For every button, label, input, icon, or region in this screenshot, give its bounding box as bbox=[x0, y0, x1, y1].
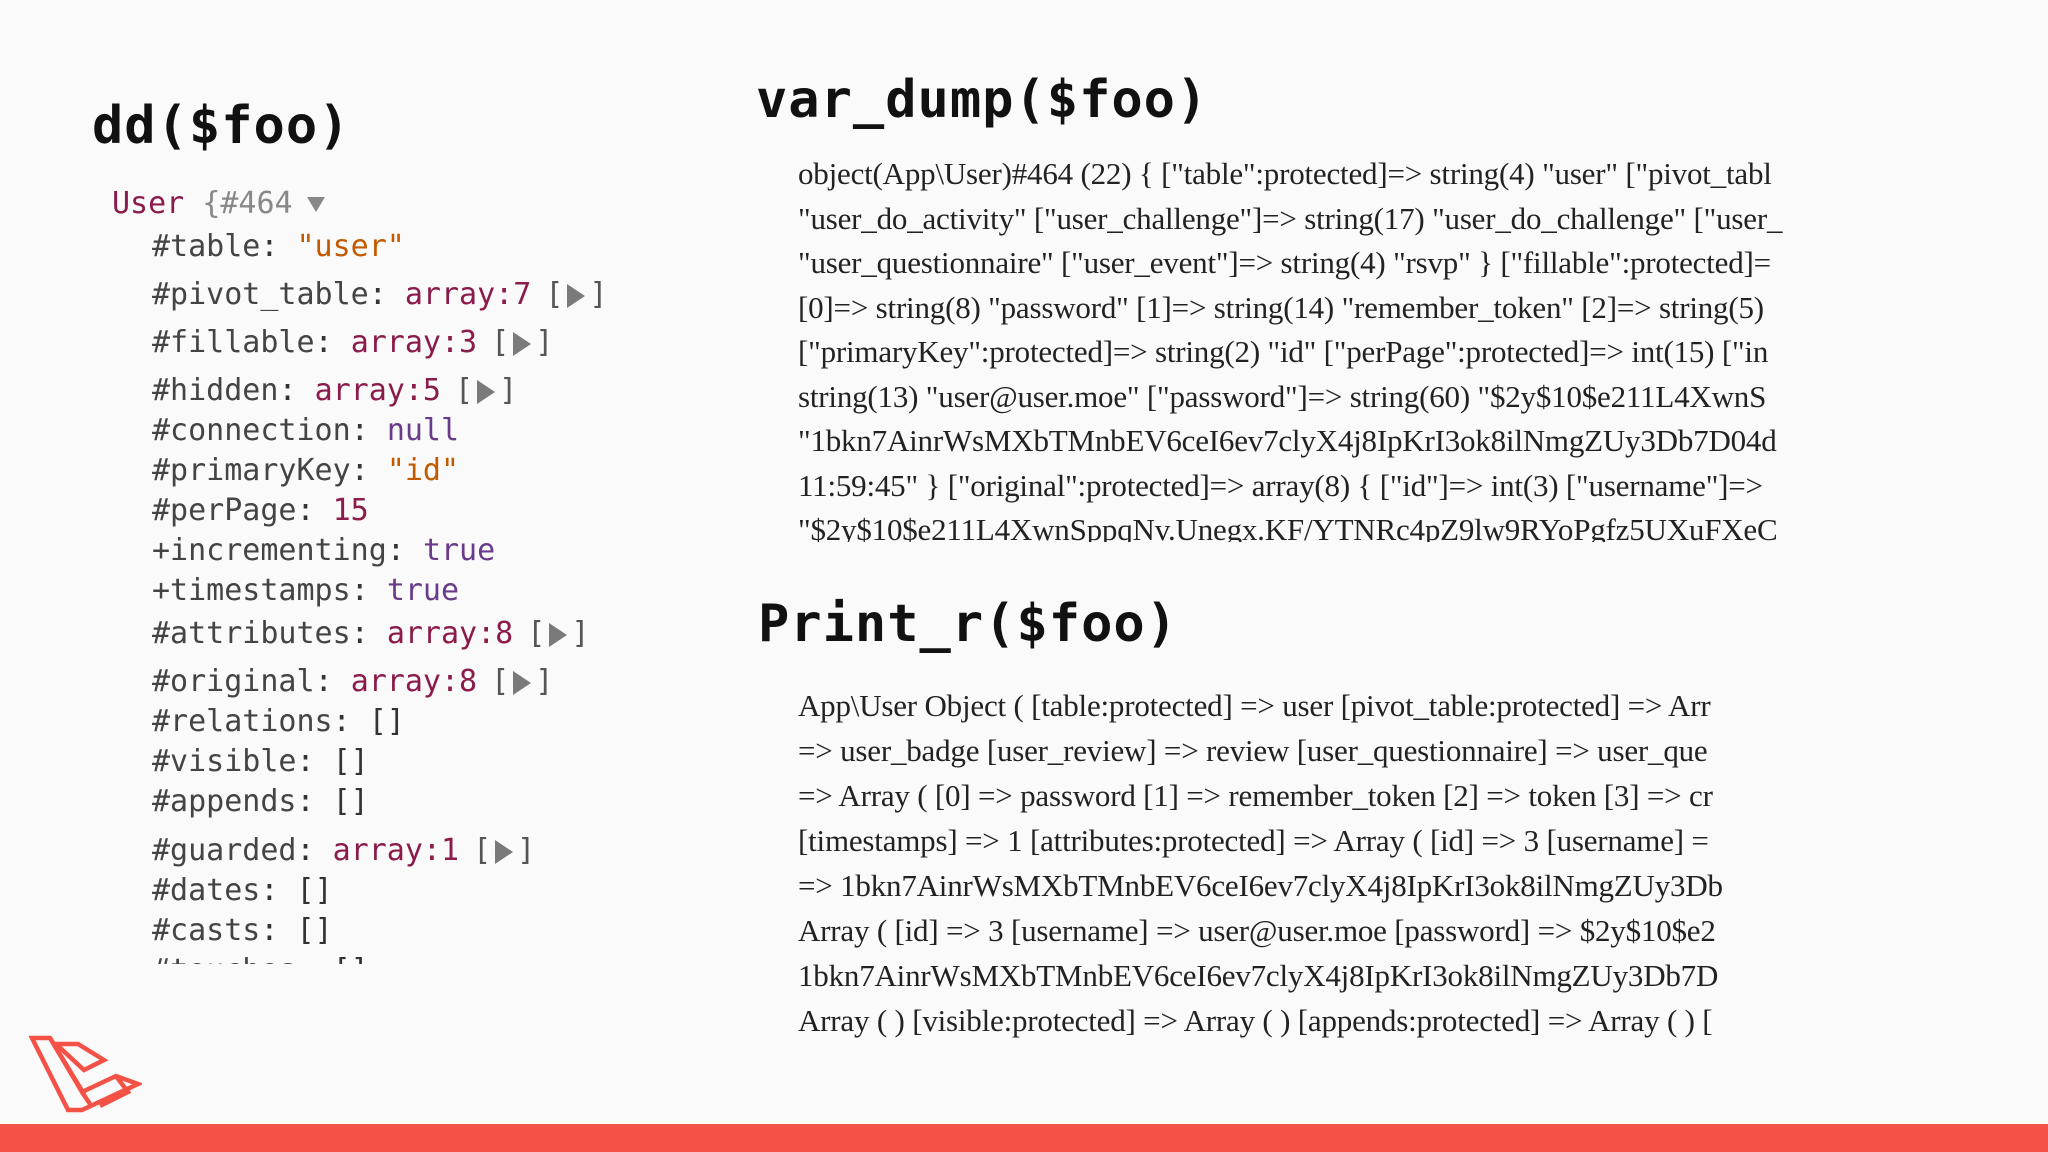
dd-property-value: array:5 bbox=[314, 373, 441, 408]
triangle-right-icon[interactable] bbox=[513, 331, 532, 356]
var-dump-line: 11:59:45" } ["original":protected]=> arr… bbox=[798, 467, 1763, 503]
dd-property-row: +incrementing: true bbox=[152, 533, 496, 568]
expand-toggle[interactable]: [] bbox=[491, 664, 554, 699]
dd-property-row: #primaryKey: "id" bbox=[152, 453, 460, 488]
triangle-right-icon[interactable] bbox=[495, 839, 514, 864]
dd-property-value: array:7 bbox=[404, 277, 532, 312]
dd-property-key: #hidden bbox=[152, 373, 279, 408]
print-r-line: 1bkn7AinrWsMXbTMnbEV6ceI6ev7clyX4j8IpKrI… bbox=[798, 958, 1719, 993]
dd-property-key: #relations bbox=[152, 704, 333, 739]
print-r-output: App\User Object ( [table:protected] => u… bbox=[798, 684, 1875, 1040]
dd-property-row: +timestamps: true bbox=[152, 573, 460, 608]
dd-property-key: +incrementing bbox=[152, 533, 387, 568]
dd-property-row: #dates: [] bbox=[152, 873, 333, 908]
dd-property-row[interactable]: #pivot_table: array:7[] bbox=[152, 277, 608, 312]
dd-property-key: #guarded bbox=[152, 833, 297, 868]
dd-heading: dd($foo) bbox=[92, 96, 351, 156]
dd-property-row: #casts: [] bbox=[152, 913, 333, 948]
dd-property-row: #connection: null bbox=[152, 413, 460, 448]
dd-property-value: [] bbox=[332, 784, 369, 819]
dd-property-row: #visible: [] bbox=[152, 744, 369, 779]
dd-property-key: #visible bbox=[152, 744, 297, 779]
dd-property-key: #fillable bbox=[152, 325, 315, 360]
var-dump-output: object(App\User)#464 (22) { ["table":pro… bbox=[798, 152, 1936, 542]
print-r-line: => 1bkn7AinrWsMXbTMnbEV6ceI6ev7clyX4j8Ip… bbox=[798, 868, 1723, 903]
var-dump-heading: var_dump($foo) bbox=[756, 70, 1209, 130]
var-dump-line: ["primaryKey":protected]=> string(2) "id… bbox=[798, 334, 1769, 369]
dd-dump-panel: User {#464 #table: "user"#pivot_table: a… bbox=[112, 186, 712, 994]
triangle-right-icon[interactable] bbox=[513, 670, 532, 695]
triangle-right-icon[interactable] bbox=[567, 283, 586, 308]
triangle-right-icon[interactable] bbox=[549, 622, 568, 647]
dd-property-value: array:8 bbox=[386, 616, 514, 651]
dd-property-value: 15 bbox=[332, 493, 369, 528]
laravel-logo-icon bbox=[28, 1035, 142, 1113]
dd-property-key: #primaryKey bbox=[152, 453, 351, 488]
dd-property-value: array:3 bbox=[350, 325, 478, 360]
dd-property-value: array:1 bbox=[332, 833, 460, 868]
dd-property-key: #casts bbox=[152, 913, 261, 948]
var-dump-line: object(App\User)#464 (22) { ["table":pro… bbox=[798, 156, 1772, 191]
dd-property-value: null bbox=[386, 413, 460, 448]
dd-property-key: #perPage bbox=[152, 493, 297, 528]
dd-property-row: #table: "user" bbox=[152, 229, 405, 264]
expand-toggle[interactable]: [] bbox=[527, 616, 590, 651]
expand-toggle[interactable]: [] bbox=[473, 833, 536, 868]
dd-property-key: #attributes bbox=[152, 616, 351, 651]
dd-panel-clip bbox=[112, 964, 712, 994]
dd-property-value: [] bbox=[296, 913, 333, 948]
dd-property-key: #original bbox=[152, 664, 315, 699]
var-dump-line: "$2y$10$e211L4XwnSppqNv.Unegx.KF/YTNRc4p… bbox=[798, 512, 1778, 542]
dd-property-key: #table bbox=[152, 229, 261, 264]
triangle-right-icon[interactable] bbox=[477, 379, 496, 404]
dd-property-row[interactable]: #guarded: array:1[] bbox=[152, 833, 536, 868]
print-r-line: App\User Object ( [table:protected] => u… bbox=[798, 688, 1711, 723]
print-r-line: Array ( ) [visible:protected] => Array (… bbox=[798, 1003, 1713, 1038]
dd-property-value: "user" bbox=[296, 229, 405, 264]
dd-property-value: [] bbox=[332, 744, 369, 779]
dd-property-row[interactable]: #original: array:8[] bbox=[152, 664, 554, 699]
dd-property-value: [] bbox=[296, 873, 333, 908]
expand-toggle[interactable]: [] bbox=[545, 277, 608, 312]
dd-property-key: +timestamps bbox=[152, 573, 351, 608]
dd-property-row: #perPage: 15 bbox=[152, 493, 369, 528]
dd-object-header[interactable]: User {#464 bbox=[112, 186, 325, 222]
dd-property-value: [] bbox=[368, 704, 405, 739]
dd-property-row[interactable]: #attributes: array:8[] bbox=[152, 616, 590, 651]
dd-property-row[interactable]: #hidden: array:5[] bbox=[152, 373, 518, 408]
dd-class-name: User bbox=[112, 186, 185, 221]
dd-property-key: #connection bbox=[152, 413, 351, 448]
dd-property-key: #appends bbox=[152, 784, 297, 819]
dd-property-value: "id" bbox=[386, 453, 460, 488]
dd-property-row: #appends: [] bbox=[152, 784, 369, 819]
var-dump-line: string(13) "user@user.moe" ["password"]=… bbox=[798, 378, 1767, 414]
dd-property-value: array:8 bbox=[350, 664, 478, 699]
dd-property-value: true bbox=[386, 573, 460, 608]
dd-property-row[interactable]: #fillable: array:3[] bbox=[152, 325, 554, 360]
var-dump-line: "user_do_activity" ["user_challenge"]=> … bbox=[798, 200, 1783, 236]
expand-toggle[interactable]: [] bbox=[455, 373, 518, 408]
dd-property-row: #relations: [] bbox=[152, 704, 405, 739]
dd-object-ref: {#464 bbox=[202, 186, 293, 221]
bottom-accent-bar bbox=[0, 1124, 2048, 1152]
print-r-line: => Array ( [0] => password [1] => rememb… bbox=[798, 778, 1713, 813]
var-dump-line: "user_questionnaire" ["user_event"]=> st… bbox=[798, 245, 1771, 280]
print-r-line: Array ( [id] => 3 [username] => user@use… bbox=[798, 913, 1716, 948]
var-dump-line: [0]=> string(8) "password" [1]=> string(… bbox=[798, 289, 1764, 325]
dd-property-key: #dates bbox=[152, 873, 261, 908]
expand-toggle[interactable]: [] bbox=[491, 325, 554, 360]
print-r-line: [timestamps] => 1 [attributes:protected]… bbox=[798, 823, 1709, 858]
dd-property-key: #pivot_table bbox=[152, 277, 369, 312]
dd-property-value: true bbox=[422, 533, 496, 568]
print-r-line: => user_badge [user_review] => review [u… bbox=[798, 733, 1708, 768]
var-dump-line: "1bkn7AinrWsMXbTMnbEV6ceI6ev7clyX4j8IpKr… bbox=[798, 423, 1777, 458]
triangle-down-icon[interactable] bbox=[306, 197, 325, 212]
print-r-heading: Print_r($foo) bbox=[758, 594, 1178, 654]
